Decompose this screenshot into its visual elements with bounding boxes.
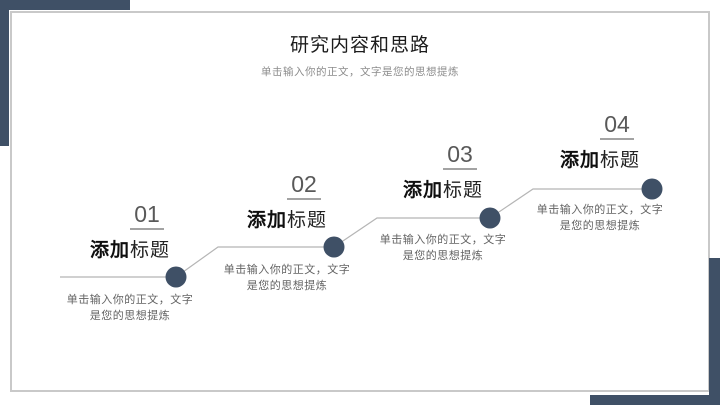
step-body-line1: 单击输入你的正文，文字 xyxy=(536,204,664,216)
step-block-3: 03 添加标题 单击输入你的正文，文字 是您的思想提炼 xyxy=(353,142,533,264)
step-body: 单击输入你的正文，文字 是您的思想提炼 xyxy=(353,232,533,264)
step-number-wrap: 04 xyxy=(510,112,690,141)
step-title-strong: 添加 xyxy=(402,180,443,201)
step-dot-3 xyxy=(479,207,501,229)
corner-bar-bottom-right-vertical xyxy=(709,258,720,405)
step-dot-4 xyxy=(641,178,663,200)
step-title-rest: 标题 xyxy=(443,180,484,201)
step-title-strong: 添加 xyxy=(559,150,600,171)
step-block-2: 02 添加标题 单击输入你的正文，文字 是您的思想提炼 xyxy=(197,172,377,294)
slide-subtitle: 单击输入你的正文，文字是您的思想提炼 xyxy=(261,66,459,78)
step-body-line2: 是您的思想提炼 xyxy=(246,280,328,292)
corner-bar-top-left-vertical xyxy=(0,0,9,146)
step-title-rest: 标题 xyxy=(287,210,328,231)
step-number: 04 xyxy=(600,112,634,140)
step-number: 01 xyxy=(130,202,164,230)
corner-bar-top-left-horizontal xyxy=(0,0,130,10)
step-body-line1: 单击输入你的正文，文字 xyxy=(66,294,194,306)
step-number: 03 xyxy=(443,142,477,170)
slide-header: 研究内容和思路 单击输入你的正文，文字是您的思想提炼 xyxy=(0,30,720,79)
step-number-wrap: 02 xyxy=(197,172,377,201)
step-title: 添加标题 xyxy=(510,150,690,172)
step-body-line2: 是您的思想提炼 xyxy=(559,220,641,232)
slide-title: 研究内容和思路 xyxy=(289,35,430,56)
step-body-line1: 单击输入你的正文，文字 xyxy=(379,234,507,246)
step-title-strong: 添加 xyxy=(246,210,287,231)
step-title: 添加标题 xyxy=(353,180,533,202)
step-title-rest: 标题 xyxy=(130,240,171,261)
corner-bar-bottom-right-horizontal xyxy=(590,395,720,405)
step-body: 单击输入你的正文，文字 是您的思想提炼 xyxy=(197,262,377,294)
step-body-line1: 单击输入你的正文，文字 xyxy=(223,264,351,276)
step-body: 单击输入你的正文，文字 是您的思想提炼 xyxy=(40,292,220,324)
step-dot-2 xyxy=(323,236,345,258)
step-number-wrap: 01 xyxy=(40,202,220,231)
step-title-rest: 标题 xyxy=(600,150,641,171)
step-title: 添加标题 xyxy=(40,240,220,262)
step-block-4: 04 添加标题 单击输入你的正文，文字 是您的思想提炼 xyxy=(510,112,690,234)
step-block-1: 01 添加标题 单击输入你的正文，文字 是您的思想提炼 xyxy=(40,202,220,324)
step-number-wrap: 03 xyxy=(353,142,533,171)
step-body-line2: 是您的思想提炼 xyxy=(402,250,484,262)
step-body: 单击输入你的正文，文字 是您的思想提炼 xyxy=(510,202,690,234)
step-number: 02 xyxy=(287,172,321,200)
step-dot-1 xyxy=(165,266,187,288)
step-body-line2: 是您的思想提炼 xyxy=(89,310,171,322)
step-title: 添加标题 xyxy=(197,210,377,232)
step-title-strong: 添加 xyxy=(89,240,130,261)
